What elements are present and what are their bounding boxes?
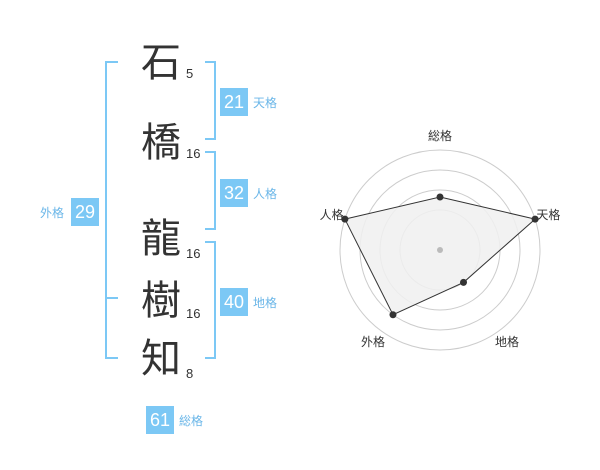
radar-point-5 [341, 215, 349, 223]
radar-point-3 [460, 278, 468, 286]
soukaku-label: 総格 [179, 414, 204, 428]
tenkaku-value-badge: 21 [220, 88, 248, 116]
chikaku-value-badge: 40 [220, 288, 248, 316]
name-char-4: 樹 [141, 278, 181, 324]
radar-point-2 [531, 215, 539, 223]
stroke-count-3: 16 [186, 246, 201, 261]
radar-center-dot [437, 247, 443, 253]
tenkaku-bracket [205, 61, 216, 140]
radar-axis-label-3: 地格 [495, 334, 519, 349]
radar-axis-label-5: 人格 [320, 207, 344, 222]
chikaku-bracket [205, 241, 216, 359]
stroke-count-4: 16 [186, 306, 201, 321]
stroke-count-5: 8 [186, 366, 194, 381]
radar-point-1 [436, 193, 444, 201]
radar-ring-1 [339, 149, 541, 351]
radar-axis-label-2: 天格 [536, 207, 560, 222]
jinkaku-label: 人格 [253, 187, 278, 201]
tenkaku-label: 天格 [253, 96, 278, 110]
name-char-3: 龍 [141, 216, 181, 262]
jinkaku-value-badge: 32 [220, 179, 248, 207]
jinkaku-bracket [205, 151, 216, 230]
radar-point-4 [389, 311, 397, 319]
radar-axis-label-1: 総格 [428, 128, 452, 143]
name-char-5: 知 [141, 336, 181, 382]
soukaku-value-badge: 61 [146, 406, 174, 434]
name-char-1: 石 [141, 40, 181, 86]
radar-polygon [344, 196, 537, 316]
gaikaku-value-badge: 29 [71, 198, 99, 226]
name-char-2: 橋 [141, 120, 181, 166]
chikaku-label: 地格 [253, 296, 278, 310]
stroke-count-2: 16 [186, 146, 201, 161]
stroke-count-1: 5 [186, 66, 194, 81]
gaikaku-bracket [105, 61, 118, 359]
gaikaku-label: 外格 [40, 206, 65, 220]
radar-axis-label-4: 外格 [361, 334, 385, 349]
